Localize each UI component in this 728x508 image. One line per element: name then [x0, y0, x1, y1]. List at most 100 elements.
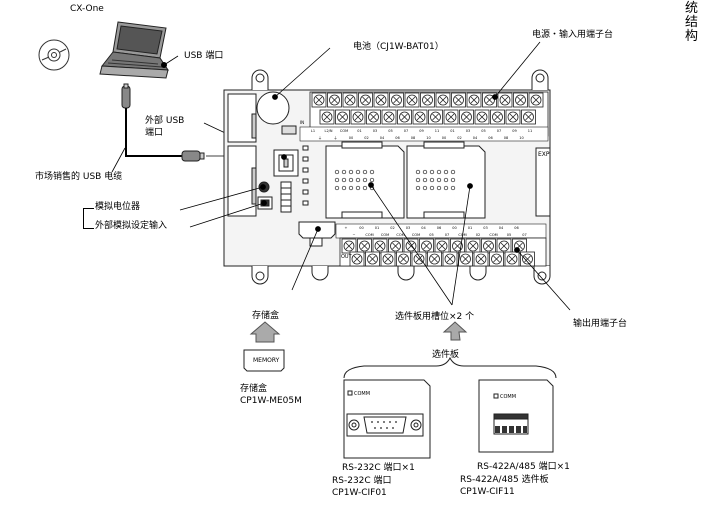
- terminal-screw: [428, 109, 443, 125]
- cd-disc-icon: [38, 39, 70, 71]
- terminal-label: 03: [466, 129, 470, 133]
- connector-pin: [422, 185, 428, 191]
- terminal-label: COM: [365, 233, 373, 237]
- terminal-screw: [451, 92, 466, 108]
- usb-cable-label: 市场销售的 USB 电缆: [35, 172, 123, 182]
- terminal-label: 00: [452, 226, 456, 230]
- terminal-screw: [459, 109, 474, 125]
- connector-pin: [429, 185, 435, 191]
- external-usb-label-1: 外部 USB: [145, 116, 185, 126]
- terminal-screw: [450, 238, 465, 254]
- terminal-screw: [349, 251, 365, 267]
- connector-pin: [415, 177, 421, 183]
- connector-pin: [450, 185, 456, 191]
- option-slots-label: 选件板用槽位×2 个: [395, 312, 475, 322]
- connector-pin: [355, 169, 361, 175]
- terminal-label: 03: [373, 129, 377, 133]
- title-char: 构: [685, 29, 699, 44]
- connector-pin: [443, 185, 449, 191]
- terminal-screw: [311, 92, 327, 108]
- terminal-screw: [497, 92, 513, 108]
- rs485-name-label: RS-422A/485 选件板: [460, 475, 549, 485]
- terminal-screw: [466, 92, 482, 108]
- terminal-label: 09: [419, 129, 423, 133]
- rs232c-option-board: [343, 379, 431, 459]
- terminal-screw: [513, 92, 528, 108]
- terminal-label: 04: [421, 226, 426, 230]
- connector-pin: [415, 169, 421, 175]
- laptop-icon: [99, 21, 169, 79]
- memory-model-label-2: CP1W-ME05M: [240, 396, 302, 406]
- in-label: IN: [300, 120, 304, 125]
- rs485-model-label: CP1W-CIF11: [460, 487, 515, 497]
- terminal-screw: [335, 109, 350, 125]
- title-char: 统: [685, 1, 699, 16]
- terminal-label: 08: [504, 136, 508, 140]
- usb-port-label: USB 端口: [184, 51, 224, 61]
- comm-led-label: COMM: [354, 391, 371, 397]
- power-input-terminal-label: 电源・输入用端子台: [532, 30, 614, 40]
- connector-pin: [450, 169, 456, 175]
- connector-pin: [443, 177, 449, 183]
- terminal-screw: [465, 238, 481, 254]
- terminal-label: COM: [489, 233, 497, 237]
- terminal-screw: [496, 238, 512, 254]
- terminal-screw: [434, 238, 450, 254]
- terminal-label: L2/N: [325, 129, 333, 133]
- bracket-line: [83, 208, 94, 229]
- connector-pin: [362, 169, 368, 175]
- connector-pin: [341, 177, 347, 183]
- terminal-screw: [366, 109, 381, 125]
- option-board-label: 选件板: [432, 350, 460, 360]
- terminal-screw: [341, 238, 357, 254]
- option-board-arrow-icon: [442, 321, 468, 341]
- terminal-label: COM: [340, 129, 348, 133]
- external-analog-input-label: 外部模拟设定输入: [95, 221, 168, 231]
- terminal-screw: [373, 92, 389, 108]
- terminal-screw: [396, 251, 411, 267]
- connector-pin: [334, 177, 340, 183]
- connector-pin: [334, 185, 340, 191]
- terminal-screw: [388, 238, 403, 254]
- connector-pin: [362, 177, 368, 183]
- memory-cassette-chip: [243, 349, 285, 372]
- terminal-label: 06: [514, 226, 518, 230]
- terminal-label: 05: [388, 129, 392, 133]
- connector-pin: [436, 177, 442, 183]
- terminal-screw: [357, 238, 372, 254]
- terminal-label: 03: [483, 226, 487, 230]
- terminal-screw: [521, 109, 536, 125]
- connector-pin: [369, 169, 375, 175]
- terminal-screw: [481, 238, 496, 254]
- option-board-brace: [343, 356, 557, 379]
- terminal-label: 05: [507, 233, 511, 237]
- connector-pin: [334, 169, 340, 175]
- terminal-label: 03: [406, 226, 410, 230]
- terminal-label: 07: [497, 129, 501, 133]
- title-char: 结: [685, 15, 699, 30]
- terminal-label: 04: [473, 136, 478, 140]
- terminal-label: 05: [481, 129, 485, 133]
- terminal-screw: [442, 251, 458, 267]
- rs232c-model-label: CP1W-CIF01: [332, 488, 387, 498]
- connector-pin: [429, 169, 435, 175]
- terminal-screw: [443, 109, 459, 125]
- terminal-label: COM: [412, 233, 420, 237]
- terminal-label: 00: [359, 226, 363, 230]
- memory-cassette-label: 存储盒: [252, 311, 280, 321]
- output-terminal-label: 输出用端子台: [573, 319, 628, 329]
- terminal-label: 00: [442, 136, 446, 140]
- usb-cable: [121, 83, 205, 162]
- terminal-screw: [520, 251, 535, 267]
- connector-pin: [348, 185, 354, 191]
- comm-led-label: COMM: [500, 394, 517, 400]
- terminal-label: 07: [522, 233, 526, 237]
- terminal-label: 02: [390, 226, 394, 230]
- terminal-label: 01: [375, 226, 379, 230]
- terminal-screw: [490, 109, 505, 125]
- terminal-screw: [404, 92, 420, 108]
- terminal-screw: [372, 238, 388, 254]
